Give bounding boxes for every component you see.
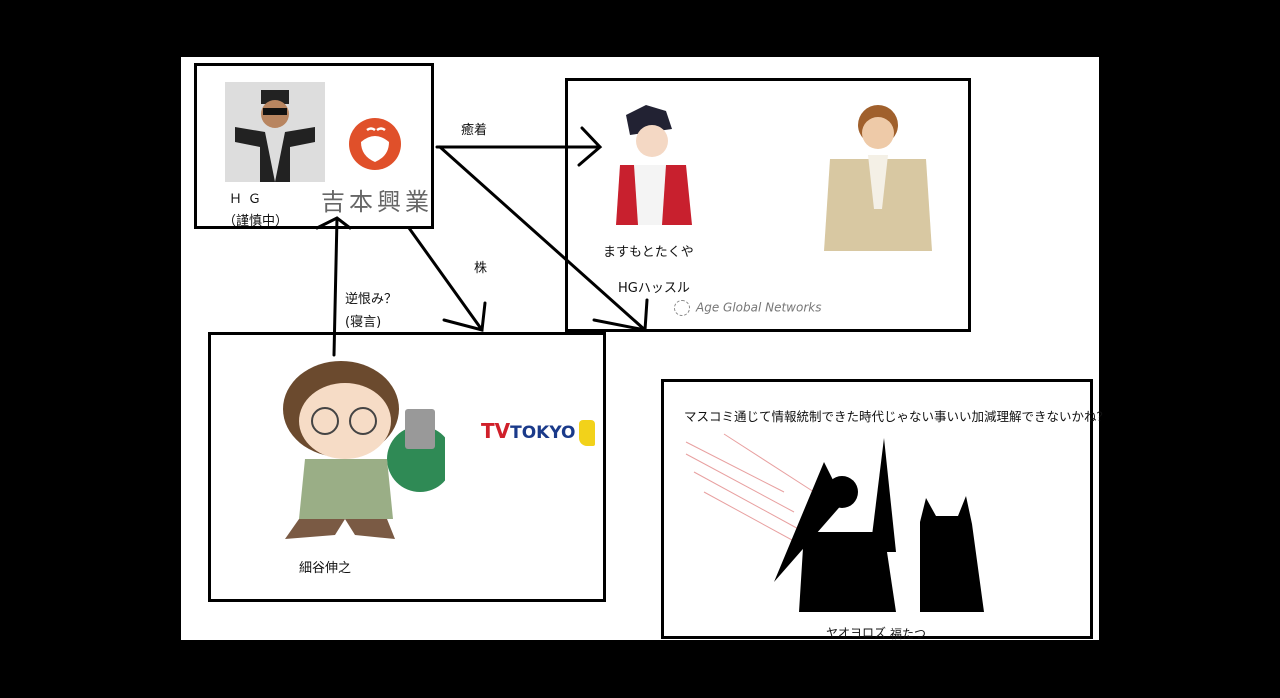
tv-tokyo-logo-tokyo: TOKYO: [510, 423, 576, 443]
tv-tokyo-logo: TVTOKYO: [481, 419, 595, 446]
grudge-note: (寝言): [345, 315, 382, 330]
hosoya-name: 細谷伸之: [299, 561, 352, 576]
hg-name: ＨＧ: [229, 192, 268, 207]
hg-yoshimoto-box: ＨＧ （謹慎中） 吉本興業: [194, 63, 434, 229]
shares-label: 株: [474, 261, 488, 276]
hosoya-illustration: [275, 359, 453, 545]
collusion-label: 癒着: [461, 123, 488, 138]
fukutatsu-name: 福たつ: [890, 627, 927, 641]
hg-photo: [225, 82, 325, 182]
tv-tokyo-box: TVTOKYO 細谷伸之: [208, 332, 606, 602]
silhouette-illustration: [684, 432, 1004, 618]
hg-hustle-label: HGハッスル: [618, 281, 690, 296]
businessman-photo: [822, 99, 932, 251]
tv-tokyo-logo-tv: TV: [481, 419, 511, 443]
agn-name: Age Global Networks: [696, 300, 822, 315]
yaoyorozu-box: マスコミ通じて情報統制できた時代じゃない事いい加減理解できないかね？ ヤオヨロズ…: [661, 379, 1109, 641]
agn-ring-icon: [674, 300, 690, 316]
hg-status: （謹慎中）: [223, 214, 289, 229]
agn-logo: Age Global Networks: [674, 300, 821, 316]
yaoyorozu-name: ヤオヨロズ: [826, 626, 887, 640]
tv-tokyo-mascot-icon: [578, 419, 595, 446]
caption-text: マスコミ通じて情報統制できた時代じゃない事いい加減理解できないかね？: [684, 409, 1110, 424]
masumoto-name: ますもとたくや: [603, 245, 694, 260]
masumoto-illustration: [606, 105, 692, 231]
age-global-networks-box: ますもとたくや HGハッスル Age Global Networks: [565, 78, 971, 332]
yoshimoto-logo-icon: [349, 118, 401, 170]
grudge-label: 逆恨み？: [345, 292, 398, 307]
yoshimoto-name: 吉本興業: [321, 188, 433, 216]
